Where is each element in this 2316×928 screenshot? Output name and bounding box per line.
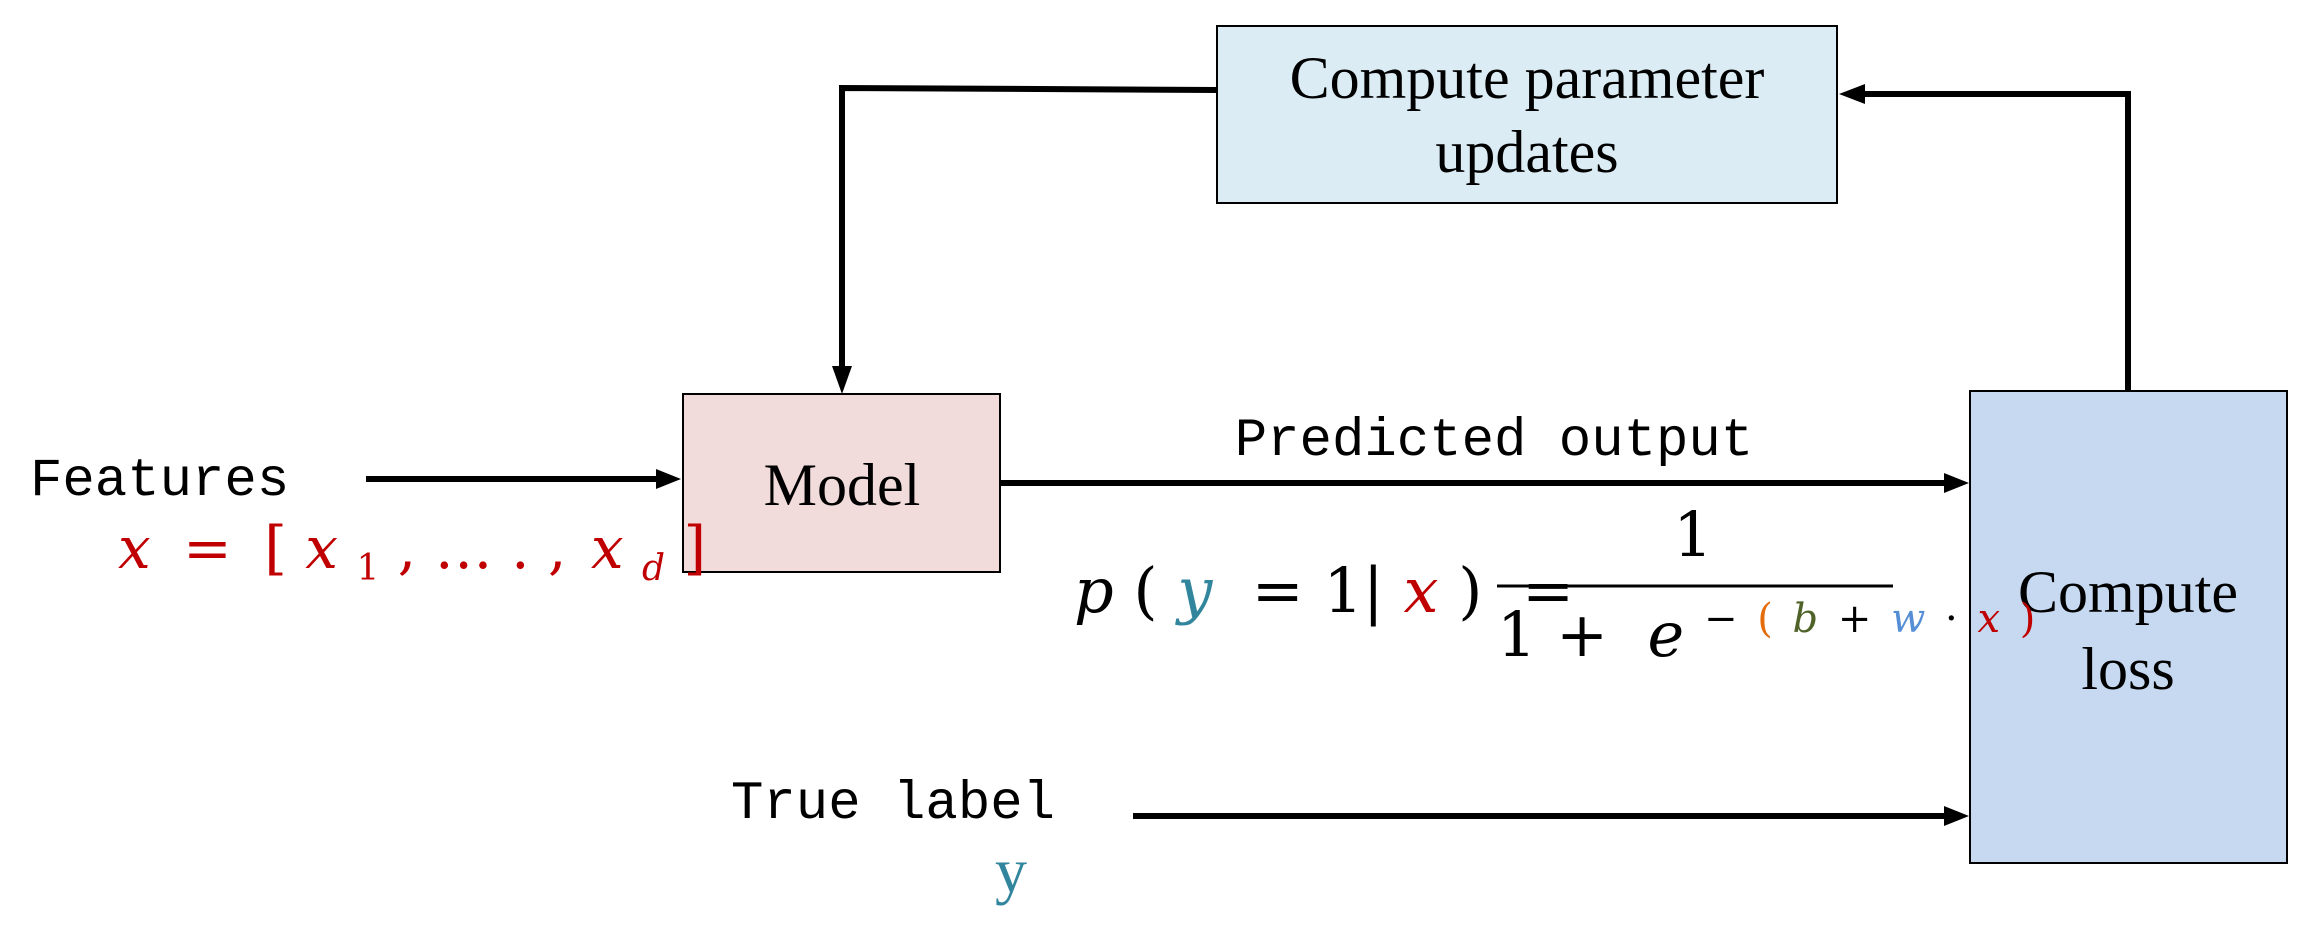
- predicted-output-label: Predicted output: [1235, 411, 1753, 472]
- features-label: Features: [30, 451, 289, 512]
- probability-numerator: 1: [1673, 498, 1712, 571]
- prob-p: p: [1074, 554, 1114, 627]
- probability-denominator: 1 + e − ( b + w · x ): [1497, 574, 2035, 671]
- prob-open: (: [1133, 554, 1157, 627]
- prob-eq1: = 1|: [1232, 554, 1384, 627]
- update-box-label-line1: Compute parameter: [1290, 45, 1765, 111]
- denom-e: e: [1648, 598, 1685, 671]
- arrowhead-into-model-left: [656, 469, 681, 489]
- arrowhead-into-update-right: [1839, 84, 1865, 104]
- features-formula-mid: , … . ,: [398, 514, 567, 582]
- features-formula-close: ]: [683, 514, 706, 582]
- denom-paren-open: (: [1757, 596, 1773, 642]
- arrow-loss-to-update: [1865, 91, 2131, 391]
- update-box-rect: [1216, 25, 1838, 204]
- denom-x: x: [1977, 596, 2000, 642]
- features-formula-sub1: 1: [356, 548, 379, 589]
- denom-dot: ·: [1945, 596, 1958, 642]
- features-formula-eq: =: [183, 514, 232, 582]
- arrowhead-into-model-top: [832, 366, 852, 394]
- arrowheads: [656, 84, 1969, 826]
- loss-box-label-line1: Compute: [2018, 559, 2238, 625]
- denom-w: w: [1891, 596, 1925, 642]
- denom-minus: −: [1704, 596, 1738, 642]
- true-label-symbol: y: [995, 835, 1027, 906]
- features-formula: x = [ x 1 , … . , x d ]: [118, 514, 706, 594]
- prob-x: x: [1404, 554, 1439, 627]
- features-formula-x: x: [118, 514, 151, 582]
- denom-b: b: [1793, 596, 1819, 642]
- probability-formula-lhs: p ( y = 1| x ) =: [1074, 554, 1574, 627]
- prob-eq2: =: [1522, 554, 1574, 627]
- arrowhead-into-loss-mid: [1944, 473, 1969, 493]
- model-box-label: Model: [764, 452, 921, 518]
- arrows: [366, 84, 2131, 819]
- update-box-label-line2: updates: [1435, 119, 1618, 185]
- features-formula-open: [: [264, 514, 287, 582]
- true-label-label: True label: [731, 774, 1055, 835]
- features-formula-xd: x: [591, 514, 624, 582]
- update-box: Compute parameter updates: [1216, 25, 1838, 204]
- prob-y: y: [1174, 554, 1213, 627]
- loss-box-label-line2: loss: [2081, 636, 2174, 702]
- denom-paren-close: ): [2020, 596, 2036, 642]
- denom-one-plus: 1 +: [1497, 598, 1628, 671]
- model-box-rect: [682, 393, 1001, 573]
- denom-plus: +: [1838, 596, 1872, 642]
- features-formula-subd: d: [642, 548, 665, 589]
- prob-close: ): [1458, 554, 1482, 627]
- model-box: Model: [682, 393, 1001, 573]
- arrow-update-to-model: [839, 84, 1218, 368]
- features-formula-x1: x: [305, 514, 338, 582]
- arrowhead-into-loss-bottom: [1944, 806, 1969, 826]
